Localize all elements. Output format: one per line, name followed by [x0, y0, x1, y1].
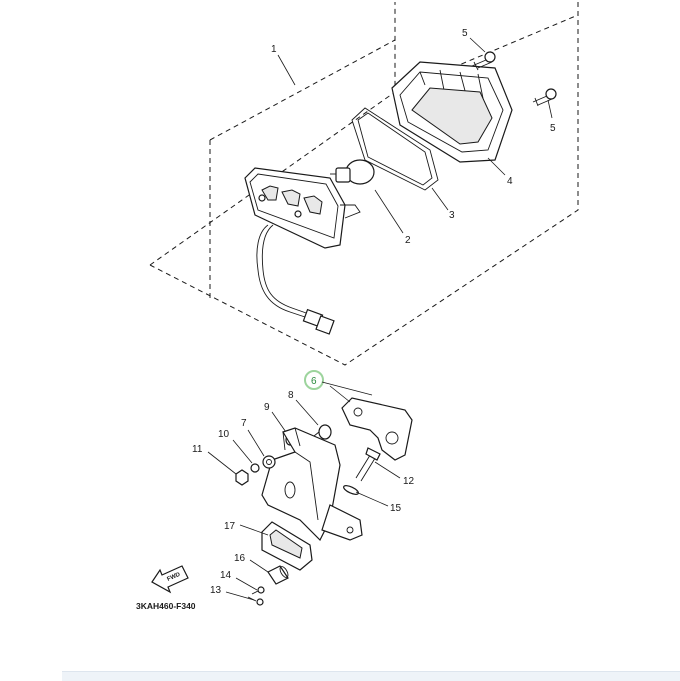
leader-3: [431, 187, 449, 211]
bulb[interactable]: [330, 159, 375, 185]
leader-5a: [469, 37, 486, 53]
callout-2[interactable]: 2: [405, 235, 411, 246]
bottom-panel-edge: [62, 671, 680, 681]
screw-right[interactable]: [532, 88, 557, 107]
callout-1[interactable]: 1: [271, 44, 277, 55]
leader-13: [225, 591, 255, 601]
leader-11: [207, 451, 237, 475]
forward-arrow-icon: FWD: [151, 565, 189, 594]
leader-1: [277, 54, 296, 86]
callout-17[interactable]: 17: [224, 521, 236, 532]
screw-top[interactable]: [471, 51, 496, 71]
callout-12[interactable]: 12: [403, 476, 415, 487]
callout-6[interactable]: 6: [311, 376, 317, 387]
callout-13[interactable]: 13: [210, 585, 222, 596]
highlight-ring: [304, 370, 324, 390]
leader-5b: [547, 99, 553, 119]
bracket-plate[interactable]: [341, 397, 413, 461]
nut-11[interactable]: [235, 469, 249, 486]
leader-17: [239, 524, 269, 536]
lens-gasket[interactable]: [351, 107, 439, 191]
nut-7[interactable]: [262, 455, 276, 469]
spacer-16[interactable]: [267, 565, 290, 585]
callout-16[interactable]: 16: [234, 553, 246, 564]
callout-5-right[interactable]: 5: [550, 123, 556, 134]
washer-10[interactable]: [250, 463, 260, 473]
callout-7[interactable]: 7: [241, 418, 247, 429]
callout-5-top[interactable]: 5: [462, 28, 468, 39]
screw-13[interactable]: [247, 596, 264, 606]
callout-3[interactable]: 3: [449, 210, 455, 221]
bolt-12[interactable]: [355, 447, 381, 482]
leader-4: [487, 157, 506, 176]
callout-8[interactable]: 8: [288, 390, 294, 401]
callout-10[interactable]: 10: [218, 429, 230, 440]
callout-14[interactable]: 14: [220, 570, 232, 581]
leader-16: [249, 559, 269, 573]
leader-15: [355, 491, 389, 507]
callout-15[interactable]: 15: [390, 503, 402, 514]
leader-14: [235, 577, 258, 591]
leader-7: [247, 429, 265, 457]
license-bracket[interactable]: [261, 427, 363, 542]
leader-12: [374, 461, 401, 479]
lamp-housing[interactable]: [244, 167, 361, 249]
leader-10: [232, 439, 253, 464]
leader-2: [374, 189, 404, 234]
callout-9[interactable]: 9: [264, 402, 270, 413]
reflector-holder[interactable]: [261, 521, 313, 571]
leader-6: [321, 381, 373, 403]
fwd-label: FWD: [166, 572, 182, 583]
callout-4[interactable]: 4: [507, 176, 513, 187]
leader-8: [295, 399, 319, 426]
tail-lens[interactable]: [391, 61, 513, 163]
wire-harness[interactable]: [256, 224, 335, 335]
washer-15[interactable]: [342, 484, 359, 496]
callout-11[interactable]: 11: [192, 444, 203, 455]
drawing-code: 3KAH460-F340: [136, 601, 196, 611]
screw-14[interactable]: [251, 586, 265, 595]
